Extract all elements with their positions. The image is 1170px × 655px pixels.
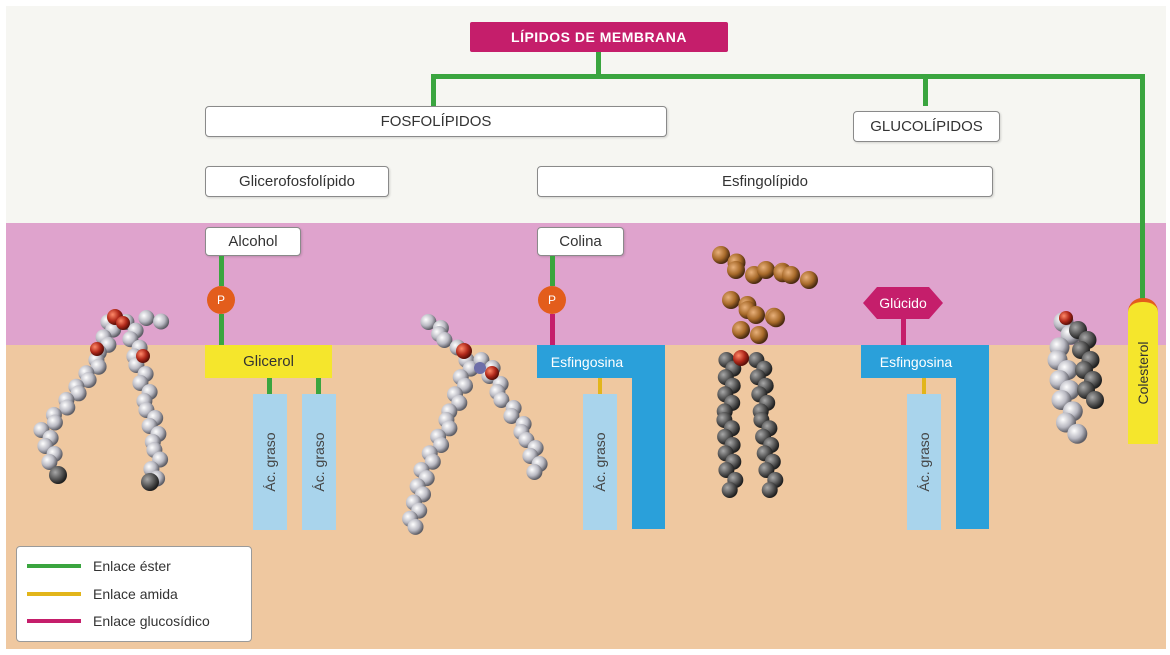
colina-box: Colina — [537, 227, 624, 256]
oxygen-atom — [485, 366, 499, 380]
connector-glucolipidos — [923, 74, 928, 106]
glycolipid-head-atom — [712, 246, 730, 264]
connector-top-bar — [431, 74, 1145, 79]
glycolipid-head-atom — [800, 271, 818, 289]
amide-bond-1 — [598, 378, 602, 394]
legend-item-amida: Enlace amida — [27, 583, 178, 605]
glycolipid-head-atom — [747, 306, 765, 324]
glycerophospholipid-chain-atom — [90, 358, 107, 375]
cholesterol-atom — [1067, 423, 1088, 444]
sphingomyelin-chain-atom — [441, 420, 458, 437]
esfingosina-label-1: Esfingosina — [550, 353, 624, 370]
category-fosfolipidos: FOSFOLÍPIDOS — [205, 106, 667, 137]
oxygen-atom — [116, 316, 130, 330]
connector-fosfolipidos — [431, 74, 436, 106]
cholesterol-atom — [1086, 391, 1104, 409]
phosphate-circle: P — [207, 286, 235, 314]
legend-item-ester: Enlace éster — [27, 555, 171, 577]
legend-swatch-ester — [27, 564, 81, 568]
esfingosina-tail-1 — [632, 345, 665, 529]
subtype-glicerofosfolipido: Glicerofosfolípido — [205, 166, 389, 197]
carbon-atom — [141, 473, 159, 491]
oxygen-atom — [1059, 311, 1073, 325]
glicerol-fa1-bond — [267, 378, 272, 394]
sphingomyelin-chain-atom — [436, 332, 453, 348]
glycolipid-head-atom — [767, 309, 785, 328]
glycerophospholipid-chain-atom — [59, 399, 76, 416]
glycerophospholipid-chain-atom — [46, 414, 63, 431]
glycerophospholipid-chain-atom — [41, 454, 58, 470]
sphingomyelin-chain-atom — [420, 314, 437, 330]
fatty-acid-3: Ác. graso — [583, 394, 617, 530]
colina-phosphate-bond — [550, 256, 555, 286]
glycolipid-head-atom — [722, 291, 740, 309]
nitrogen-atom — [474, 362, 486, 374]
legend: Enlace éster Enlace amida Enlace glucosí… — [16, 546, 252, 642]
phosphate-glicerol-bond — [219, 314, 224, 345]
sphingomyelin-chain-atom — [424, 453, 441, 470]
fatty-acid-2: Ác. graso — [302, 394, 336, 530]
glicerol-fa2-bond — [316, 378, 321, 394]
esfingosina-tail-2 — [956, 345, 989, 529]
sphingomyelin-chain-atom — [407, 518, 424, 535]
legend-label-amida: Enlace amida — [93, 586, 178, 602]
glycerophospholipid-chain-atom — [153, 313, 170, 330]
fatty-acid-4: Ác. graso — [907, 394, 941, 530]
alcohol-phosphate-bond — [219, 256, 224, 286]
carbon-atom — [49, 466, 67, 484]
glycolipid-head-atom — [782, 266, 800, 284]
legend-label-glucosidico: Enlace glucosídico — [93, 613, 210, 629]
fatty-acid-1: Ác. graso — [253, 394, 287, 530]
sphingomyelin-chain-atom — [503, 408, 520, 424]
legend-swatch-glucosidico — [27, 619, 81, 623]
sphingomyelin-chain-atom — [433, 437, 450, 453]
colesterol-bar: Colesterol — [1128, 298, 1158, 444]
category-glucolipidos: GLUCOLÍPIDOS — [853, 111, 1000, 142]
glycolipid-chain-atom — [761, 482, 778, 498]
alcohol-box: Alcohol — [205, 227, 301, 256]
esfingosina-label-2: Esfingosina — [879, 353, 953, 370]
glucido-hexagon: Glúcido — [863, 287, 943, 319]
legend-swatch-amida — [27, 592, 81, 596]
phosphate-esfingosina-bond — [550, 314, 555, 345]
glycolipid-head-atom — [727, 261, 745, 279]
glycerophospholipid-chain-atom — [138, 310, 155, 326]
oxygen-atom — [90, 342, 104, 356]
oxygen-atom — [136, 349, 150, 363]
amide-bond-2 — [922, 378, 926, 394]
oxygen-atom — [456, 343, 472, 359]
connector-title-stem — [596, 52, 601, 76]
glucosidic-bond — [901, 319, 906, 345]
glycolipid-head-atom — [750, 326, 768, 344]
glycerophospholipid-chain-atom — [80, 372, 97, 388]
glicerol-box: Glicerol — [205, 345, 332, 378]
glycolipid-head-atom — [732, 321, 750, 339]
oxygen-atom — [733, 350, 749, 366]
glycolipid-chain-atom — [721, 482, 738, 498]
diagram-title: LÍPIDOS DE MEMBRANA — [470, 22, 728, 52]
glycolipid-head-atom — [757, 261, 775, 279]
glycerophospholipid-chain-atom — [70, 385, 87, 402]
phosphate-circle-2: P — [538, 286, 566, 314]
sphingomyelin-chain-atom — [493, 392, 510, 408]
connector-colesterol — [1140, 74, 1145, 300]
subtype-esfingolipido: Esfingolípido — [537, 166, 993, 197]
legend-label-ester: Enlace éster — [93, 558, 171, 574]
legend-item-glucosidico: Enlace glucosídico — [27, 610, 210, 632]
sphingomyelin-chain-atom — [526, 464, 543, 480]
